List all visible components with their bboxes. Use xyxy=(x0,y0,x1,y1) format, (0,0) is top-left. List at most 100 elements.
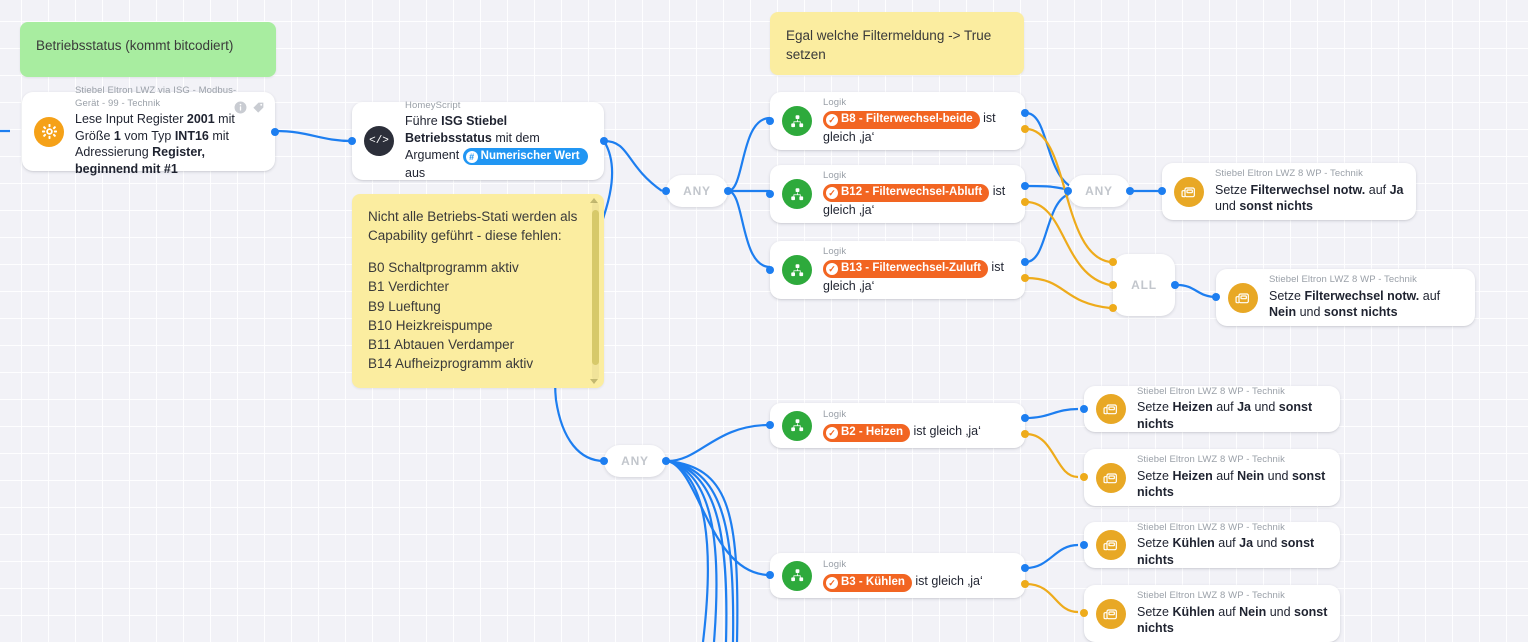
card-action-filter-ja[interactable]: Stiebel Eltron LWZ 8 WP - Technik Setze … xyxy=(1158,163,1416,220)
port-b2-in[interactable] xyxy=(766,421,774,429)
card-action-heizen-nein[interactable]: Stiebel Eltron LWZ 8 WP - Technik Setze … xyxy=(1080,449,1340,506)
port-b13-out-true[interactable] xyxy=(1021,258,1029,266)
port-b8-out-true[interactable] xyxy=(1021,109,1029,117)
card-action-heizen-ja[interactable]: Stiebel Eltron LWZ 8 WP - Technik Setze … xyxy=(1080,385,1340,432)
card-action-filter-nein-title: Setze Filterwechsel notw. auf Nein und s… xyxy=(1269,288,1463,321)
card-action-filter-ja-subtitle: Stiebel Eltron LWZ 8 WP - Technik xyxy=(1215,168,1363,180)
card-logic-b2-suffix: ist gleich ‚ja‘ xyxy=(910,423,981,438)
card-logic-b2-title: ✓B2 - Heizen ist gleich ‚ja‘ xyxy=(823,423,1013,442)
port-any-bottom-out[interactable] xyxy=(662,457,670,465)
gate-any-bottom-label: ANY xyxy=(621,454,649,468)
note-betriebsstati-list[interactable]: Nicht alle Betriebs-Stati werden als Cap… xyxy=(352,194,604,388)
port-b12-out-true[interactable] xyxy=(1021,182,1029,190)
port-b12-out-false[interactable] xyxy=(1021,198,1029,206)
card-action-kuehlen-nein-title: Setze Kühlen auf Nein und sonst nichts xyxy=(1137,604,1328,637)
info-icon[interactable] xyxy=(234,101,247,114)
tag-pill-label: B8 - Filterwechsel-beide xyxy=(841,113,973,126)
note-scrollbar-thumb[interactable] xyxy=(592,210,599,365)
card-action-heizen-ja-subtitle: Stiebel Eltron LWZ 8 WP - Technik xyxy=(1137,385,1285,397)
port-action-heizen-nein-in[interactable] xyxy=(1080,473,1088,481)
tag-pill-b3[interactable]: ✓B3 - Kühlen xyxy=(823,574,912,592)
port-action-kuehlen-ja-in[interactable] xyxy=(1080,541,1088,549)
port-any-top-out[interactable] xyxy=(724,187,732,195)
gate-all-filter[interactable]: ALL xyxy=(1109,254,1179,316)
card-action-kuehlen-ja[interactable]: Stiebel Eltron LWZ 8 WP - Technik Setze … xyxy=(1080,522,1340,568)
card-action-kuehlen-nein[interactable]: Stiebel Eltron LWZ 8 WP - Technik Setze … xyxy=(1080,585,1340,642)
note-betriebsstatus[interactable]: Betriebsstatus (kommt bitcodiert) xyxy=(20,22,276,77)
note-filtermeldung[interactable]: Egal welche Filtermeldung -> True setzen xyxy=(770,12,1024,75)
tag-icon[interactable] xyxy=(252,101,265,114)
gate-all-filter-label: ALL xyxy=(1131,278,1157,292)
port-all-in-2[interactable] xyxy=(1109,281,1117,289)
hash-glyph-icon: # xyxy=(465,150,478,163)
rich-text: Setze Heizen auf Ja und sonst nichts xyxy=(1137,400,1313,431)
port-any-top-in[interactable] xyxy=(662,187,670,195)
heatpump-icon xyxy=(1096,394,1126,424)
rich-text: Lese Input Register 2001 mit Größe 1 vom… xyxy=(75,112,235,176)
port-all-in-1[interactable] xyxy=(1109,258,1117,266)
card-logic-b12[interactable]: Logik ✓B12 - Filterwechsel-Abluft ist gl… xyxy=(766,165,1029,223)
scroll-down-arrow-icon[interactable] xyxy=(590,379,598,384)
card-logic-b2[interactable]: Logik ✓B2 - Heizen ist gleich ‚ja‘ xyxy=(766,403,1029,448)
port-b3-out-true[interactable] xyxy=(1021,564,1029,572)
tag-pill-b2[interactable]: ✓B2 - Heizen xyxy=(823,424,910,442)
tag-pill-b13[interactable]: ✓B13 - Filterwechsel-Zuluft xyxy=(823,260,988,278)
port-action-filter-nein-in[interactable] xyxy=(1212,293,1220,301)
port-all-in-3[interactable] xyxy=(1109,304,1117,312)
port-any-filter-out[interactable] xyxy=(1126,187,1134,195)
logic-icon xyxy=(782,560,812,591)
note-list-item-2: B9 Lueftung xyxy=(368,298,441,314)
gate-any-top[interactable]: ANY xyxy=(662,175,732,207)
heatpump-icon xyxy=(1096,598,1126,629)
card-logic-b8-subtitle: Logik xyxy=(823,96,847,108)
note-list-line2: Capability geführt - diese fehlen: xyxy=(368,228,562,244)
port-any-filter-in[interactable] xyxy=(1064,187,1072,195)
card-meta-icons xyxy=(234,101,265,114)
port-b3-in[interactable] xyxy=(766,571,774,579)
gate-any-filter[interactable]: ANY xyxy=(1064,175,1134,207)
port-all-out[interactable] xyxy=(1171,281,1179,289)
note-list-item-3: B10 Heizkreispumpe xyxy=(368,317,493,333)
tag-pill-numerischer-wert[interactable]: #Numerischer Wert xyxy=(462,147,588,166)
port-homeyscript-out[interactable] xyxy=(600,137,608,145)
note-yellow-top-text: Egal welche Filtermeldung -> True setzen xyxy=(786,28,992,63)
heatpump-icon xyxy=(1096,462,1126,493)
gear-modbus-icon xyxy=(34,116,64,147)
card-trigger-title: Lese Input Register 2001 mit Größe 1 vom… xyxy=(75,111,263,178)
card-trigger-modbus[interactable]: Stiebel Eltron LWZ via ISG - Modbus-Gerä… xyxy=(22,85,279,176)
scroll-up-arrow-icon[interactable] xyxy=(590,198,598,203)
card-logic-b3[interactable]: Logik ✓B3 - Kühlen ist gleich ‚ja‘ xyxy=(766,553,1029,598)
card-homeyscript[interactable]: </> HomeyScript Führe ISG Stiebel Betrie… xyxy=(348,100,608,180)
card-action-filter-nein-subtitle: Stiebel Eltron LWZ 8 WP - Technik xyxy=(1269,274,1417,286)
port-b12-in[interactable] xyxy=(766,190,774,198)
port-b13-in[interactable] xyxy=(766,266,774,274)
card-logic-b2-subtitle: Logik xyxy=(823,409,847,421)
card-logic-b13[interactable]: Logik ✓B13 - Filterwechsel-Zuluft ist gl… xyxy=(766,241,1029,299)
check-glyph-icon: ✓ xyxy=(826,263,838,276)
port-b13-out-false[interactable] xyxy=(1021,274,1029,282)
port-action-heizen-ja-in[interactable] xyxy=(1080,405,1088,413)
port-action-filter-ja-in[interactable] xyxy=(1158,187,1166,195)
port-b2-out-true[interactable] xyxy=(1021,414,1029,422)
note-list-line1: Nicht alle Betriebs-Stati werden als xyxy=(368,209,578,224)
port-trigger-out[interactable] xyxy=(271,128,279,136)
port-b8-out-false[interactable] xyxy=(1021,125,1029,133)
card-action-filter-nein[interactable]: Stiebel Eltron LWZ 8 WP - Technik Setze … xyxy=(1212,269,1475,326)
tag-pill-b12[interactable]: ✓B12 - Filterwechsel-Abluft xyxy=(823,184,990,202)
tag-pill-label: Numerischer Wert xyxy=(480,149,580,162)
port-b3-out-false[interactable] xyxy=(1021,580,1029,588)
card-logic-b12-title: ✓B12 - Filterwechsel-Abluft ist gleich ‚… xyxy=(823,183,1013,218)
port-b8-in[interactable] xyxy=(766,117,774,125)
port-b2-out-false[interactable] xyxy=(1021,430,1029,438)
gate-any-filter-label: ANY xyxy=(1085,184,1113,198)
port-any-bottom-in[interactable] xyxy=(600,457,608,465)
gate-any-bottom[interactable]: ANY xyxy=(600,445,670,477)
port-action-kuehlen-nein-in[interactable] xyxy=(1080,609,1088,617)
card-logic-b8[interactable]: Logik ✓B8 - Filterwechsel-beide ist glei… xyxy=(766,92,1029,150)
heatpump-icon xyxy=(1174,176,1204,207)
tag-pill-b8[interactable]: ✓B8 - Filterwechsel-beide xyxy=(823,111,980,129)
note-list-footer: Die Filter werden zusammengefasst xyxy=(368,386,582,388)
logic-icon xyxy=(782,255,812,285)
port-homeyscript-in[interactable] xyxy=(348,137,356,145)
